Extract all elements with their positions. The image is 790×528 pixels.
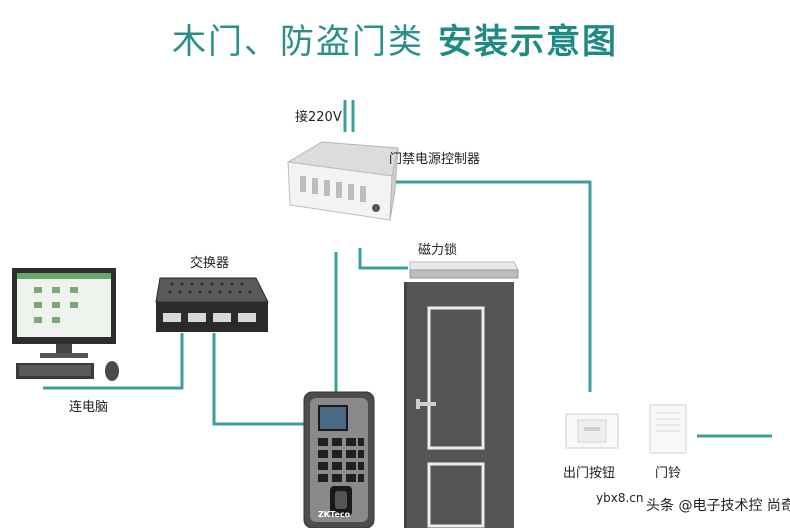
wire-computer-switch <box>43 333 184 390</box>
power-in-label: 接220V <box>295 110 342 125</box>
terminal-brand-logo: ZKTeco <box>318 510 351 519</box>
network-switch-device <box>155 277 269 332</box>
magnetic-lock-device <box>409 261 519 279</box>
title-part2: 安装示意图 <box>438 22 618 62</box>
wire-switch-terminal <box>212 333 308 426</box>
wire-controller-exitbutton <box>385 180 592 392</box>
wiring <box>43 100 772 438</box>
switch-label: 交换器 <box>190 256 230 271</box>
exit-button-device <box>565 413 619 449</box>
wire-controller-lock <box>358 248 408 270</box>
doorbell-device <box>649 404 687 454</box>
doorbell-label: 门铃 <box>655 466 682 481</box>
computer-device <box>12 268 119 381</box>
diagram-title: 木门、防盗门类安装示意图 <box>0 14 790 63</box>
fingerprint-terminal-device <box>303 391 375 528</box>
door-device <box>404 282 514 528</box>
maglock-label: 磁力锁 <box>418 243 458 258</box>
computer-label: 连电脑 <box>69 400 109 415</box>
power-controller-device <box>286 141 399 221</box>
title-part1: 木门、防盗门类 <box>172 22 424 62</box>
watermark-site: ybx8.cn <box>596 491 644 505</box>
controller-label: 门禁电源控制器 <box>389 152 481 167</box>
watermark-source: 头条 @电子技术控 尚奇说事 <box>646 498 790 514</box>
exit-button-label: 出门按钮 <box>563 466 616 481</box>
